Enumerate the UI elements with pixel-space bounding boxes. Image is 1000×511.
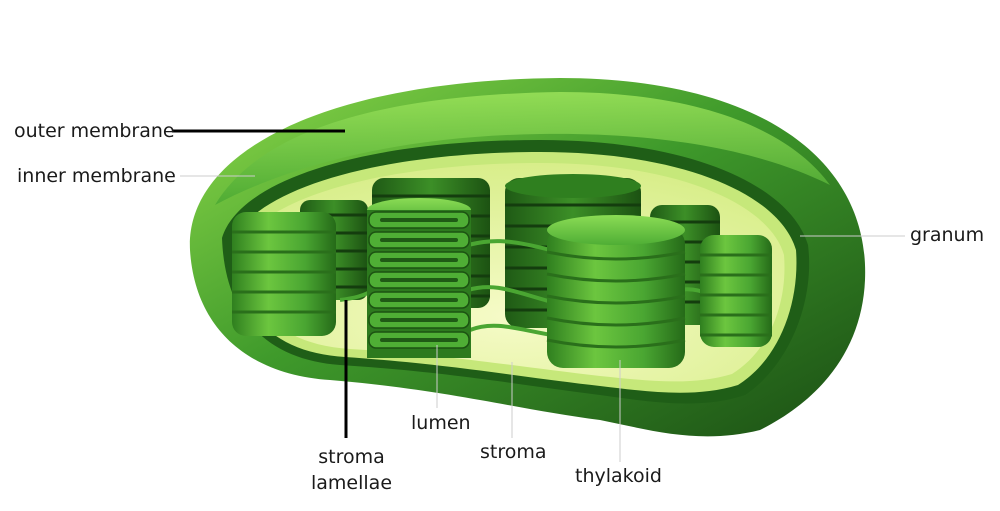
label-granum: granum [910,224,985,246]
granum-front-right-edge [700,235,772,347]
label-outer-membrane: outer membrane [14,120,175,142]
stroma-lamellae-connectors [339,239,713,337]
label-thylakoid: thylakoid [575,465,662,487]
granum-cross-section [367,198,471,358]
label-inner-membrane: inner membrane [17,165,176,187]
label-stroma-lamellae-line1: stroma [318,446,385,468]
label-stroma: stroma [480,441,547,463]
outer-membrane-highlight [215,92,830,205]
label-lumen: lumen [411,412,471,434]
granum-front-center-right [546,215,686,368]
label-stroma-lamellae-line2: lamellae [311,471,393,494]
label-stroma-lamellae: stroma lamellae [311,445,392,496]
granum-front-left [232,212,336,336]
